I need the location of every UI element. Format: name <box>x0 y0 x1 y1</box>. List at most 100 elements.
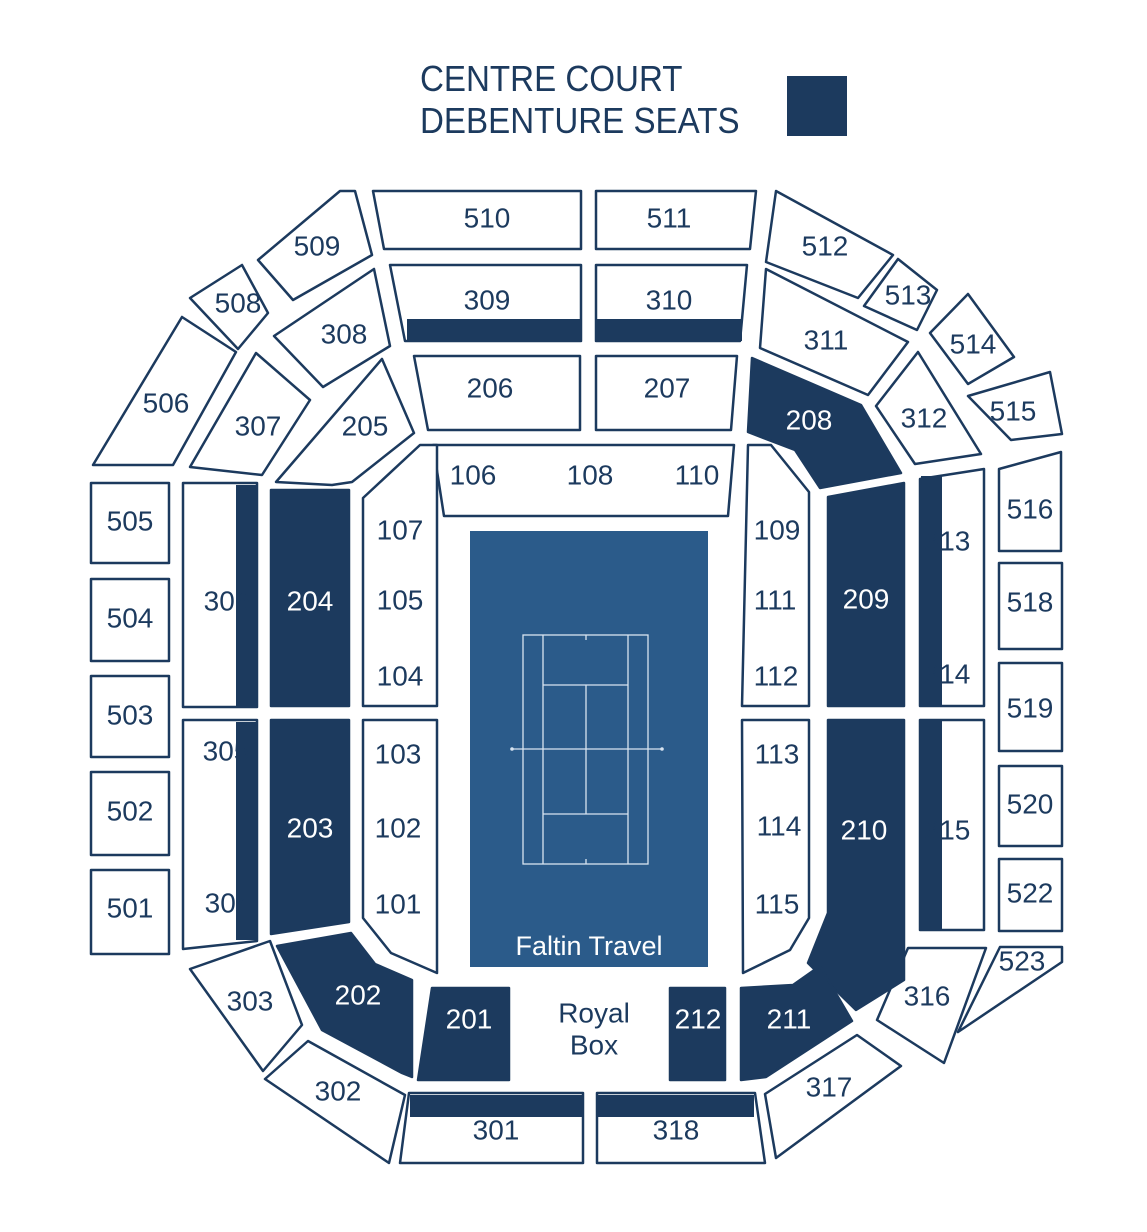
section-shape <box>89 868 171 956</box>
section-503[interactable]: 503 <box>89 674 171 759</box>
section-511[interactable]: 511 <box>594 189 758 251</box>
section-204[interactable]: 204 <box>269 488 351 708</box>
section-107-105-104[interactable] <box>361 443 439 708</box>
section-212[interactable]: 212 <box>668 986 727 1082</box>
section-102[interactable]: 102 <box>375 812 422 843</box>
section-label: 310 <box>646 284 693 315</box>
section-label: 210 <box>841 814 888 845</box>
section-104[interactable]: 104 <box>377 660 424 691</box>
section-110[interactable]: 110 <box>675 459 720 490</box>
section-103-102-101[interactable] <box>361 718 439 975</box>
section-211[interactable]: 211 <box>739 964 854 1082</box>
section-509[interactable]: 509 <box>256 189 374 302</box>
debenture-band <box>410 1095 583 1117</box>
section-105[interactable]: 105 <box>377 584 424 615</box>
section-205[interactable]: 205 <box>274 357 416 487</box>
section-309[interactable]: 309 <box>388 263 583 343</box>
section-103[interactable]: 103 <box>375 738 422 769</box>
section-512[interactable]: 512 <box>764 189 895 300</box>
section-504[interactable]: 504 <box>89 577 171 663</box>
section-shape <box>272 267 392 389</box>
section-312[interactable]: 312 <box>874 350 983 466</box>
section-516[interactable]: 516 <box>997 450 1063 553</box>
section-311[interactable]: 311 <box>758 267 910 397</box>
section-208[interactable]: 208 <box>746 356 903 490</box>
section-label: 313 <box>924 525 971 556</box>
section-313-314[interactable] <box>918 467 986 708</box>
section-506[interactable]: 506 <box>91 315 238 467</box>
section-313[interactable]: 313 <box>924 525 971 556</box>
section-109-111-112[interactable] <box>740 443 811 708</box>
section-shape <box>91 315 238 467</box>
section-307[interactable]: 307 <box>188 351 312 477</box>
section-519[interactable]: 519 <box>997 661 1064 753</box>
section-318[interactable]: 318 <box>595 1091 767 1165</box>
section-label: 106 <box>450 459 497 490</box>
royal-box[interactable]: Royal Box <box>558 997 630 1060</box>
section-112[interactable]: 112 <box>754 660 799 691</box>
section-shape <box>668 986 727 1082</box>
section-315[interactable]: 315 <box>918 718 986 932</box>
section-302[interactable]: 302 <box>263 1039 407 1165</box>
section-106-108-110[interactable] <box>431 443 736 518</box>
section-115[interactable]: 115 <box>755 888 800 919</box>
section-label: 523 <box>999 945 1046 976</box>
section-107[interactable]: 107 <box>377 514 424 545</box>
section-label: 211 <box>767 1003 812 1034</box>
section-305[interactable]: 305 <box>203 735 250 766</box>
section-label: 306 <box>204 585 251 616</box>
section-301[interactable]: 301 <box>398 1091 585 1165</box>
section-shape <box>758 267 910 397</box>
section-306[interactable]: 306 <box>181 481 259 709</box>
section-label: 115 <box>755 888 800 919</box>
section-502[interactable]: 502 <box>89 770 171 857</box>
section-304[interactable]: 304 <box>205 887 252 918</box>
section-label: 502 <box>107 795 154 826</box>
section-505[interactable]: 505 <box>89 481 171 565</box>
section-520[interactable]: 520 <box>997 764 1064 848</box>
section-207[interactable]: 207 <box>594 354 739 432</box>
section-206[interactable]: 206 <box>412 354 582 432</box>
section-513[interactable]: 513 <box>862 257 939 332</box>
section-101[interactable]: 101 <box>375 888 422 919</box>
section-shape <box>739 964 854 1082</box>
section-317[interactable]: 317 <box>763 1033 903 1160</box>
section-shape <box>431 443 736 518</box>
section-label: 501 <box>107 892 154 923</box>
section-522[interactable]: 522 <box>997 857 1064 933</box>
section-314[interactable]: 314 <box>924 658 971 689</box>
section-508[interactable]: 508 <box>188 263 270 351</box>
section-514[interactable]: 514 <box>928 292 1016 386</box>
section-label: 205 <box>342 410 389 441</box>
section-label: 522 <box>1007 877 1054 908</box>
section-114[interactable]: 114 <box>757 810 802 841</box>
section-113[interactable]: 113 <box>755 738 800 769</box>
section-113-114-115[interactable] <box>740 718 811 975</box>
section-209[interactable]: 209 <box>826 481 906 708</box>
section-305-304[interactable] <box>181 718 259 951</box>
section-label: 503 <box>107 699 154 730</box>
section-label: 515 <box>990 395 1037 426</box>
debenture-band <box>921 476 942 705</box>
section-310[interactable]: 310 <box>594 263 749 343</box>
section-106[interactable]: 106 <box>450 459 497 490</box>
section-308[interactable]: 308 <box>272 267 392 389</box>
section-201[interactable]: 201 <box>416 986 511 1082</box>
section-515[interactable]: 515 <box>966 370 1064 442</box>
section-109[interactable]: 109 <box>754 514 801 545</box>
section-108[interactable]: 108 <box>567 459 614 490</box>
section-518[interactable]: 518 <box>997 561 1064 651</box>
section-523[interactable]: 523 <box>956 945 1064 1034</box>
section-202[interactable]: 202 <box>275 931 414 1079</box>
section-510[interactable]: 510 <box>371 189 583 251</box>
section-501[interactable]: 501 <box>89 868 171 956</box>
section-shape <box>740 443 811 708</box>
section-shape <box>89 770 171 857</box>
section-label: 201 <box>446 1003 493 1034</box>
section-111[interactable]: 111 <box>754 584 797 615</box>
section-203[interactable]: 203 <box>269 718 351 936</box>
section-shape <box>806 718 906 1012</box>
section-303[interactable]: 303 <box>188 939 304 1073</box>
section-210[interactable]: 210 <box>806 718 906 1012</box>
